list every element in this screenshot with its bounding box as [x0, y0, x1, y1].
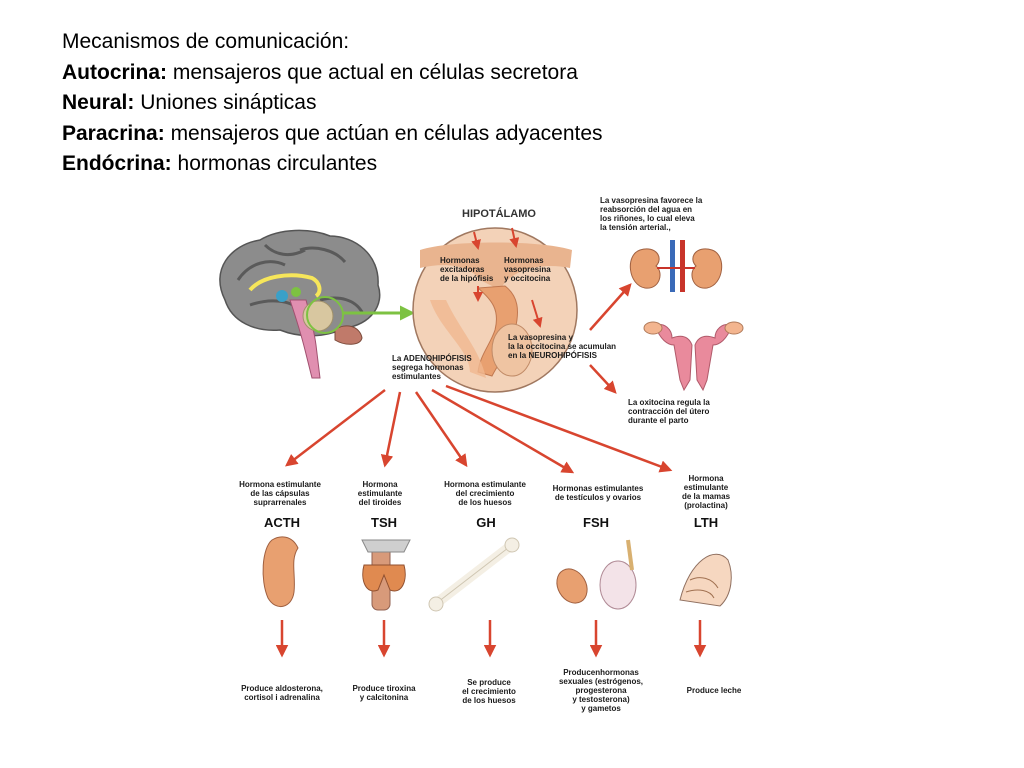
breast-illustration [679, 553, 732, 607]
acth-effect: Produce aldosterona, cortisol i adrenali… [241, 684, 323, 702]
kidneys-illustration [630, 240, 722, 292]
tsh-effect: Produce tiroxina y calcitonina [352, 684, 416, 702]
paracrina-term: Paracrina: [62, 121, 165, 145]
adrenal-illustration [262, 536, 299, 607]
effect-arrows [275, 620, 707, 658]
fan-arrows [285, 384, 673, 474]
autocrina-desc: mensajeros que actual en células secreto… [167, 60, 578, 84]
paracrina-desc: mensajeros que actúan en células adyacen… [164, 121, 603, 145]
neural-desc: Uniones sinápticas [134, 91, 317, 114]
neural-term: Neural: [62, 91, 135, 114]
acumulan-label: La vasopresina y la la occitocina se acu… [508, 333, 617, 360]
gh-code: GH [476, 515, 496, 530]
fsh-code: FSH [583, 515, 609, 530]
autocrina-line: Autocrina: mensajeros que actual en célu… [62, 58, 603, 89]
bone-illustration [428, 537, 520, 612]
gonads-illustration [556, 539, 637, 610]
slide-text: Mecanismos de comunicación: Autocrina: m… [62, 27, 603, 180]
brain-illustration [219, 229, 381, 379]
autocrina-term: Autocrina: [62, 60, 167, 84]
fsh-desc: Hormonas estimulantes de testículos y ov… [552, 484, 644, 502]
neural-line: Neural: Uniones sinápticas [62, 88, 603, 119]
endocrina-line: Endócrina: hormonas circulantes [62, 149, 603, 180]
lth-effect: Produce leche [686, 686, 742, 695]
tsh-code: TSH [371, 515, 397, 530]
vasopresina-note: La vasopresina favorece la reabsorción d… [600, 196, 703, 232]
gh-desc: Hormona estimulante del crecimiento de l… [444, 480, 526, 507]
adenohipofisis-label: La ADENOHIPÓFISIS segrega hormonas estim… [392, 354, 472, 381]
heading-line-1: Mecanismos de comunicación: [62, 27, 603, 58]
vasopresina-label: Hormonas vasopresina y occitocina [504, 256, 551, 283]
hipotalamo-label: HIPOTÁLAMO [462, 208, 536, 220]
excitadoras-label: Hormonas excitadoras de la hipófisis [440, 256, 494, 283]
oxitocina-note: La oxitocina regula la contracción del ú… [628, 398, 710, 425]
pituitary-circle [412, 227, 578, 393]
lth-code: LTH [693, 515, 719, 530]
uterus-illustration [643, 321, 744, 392]
fsh-effect: Producenhormonas sexuales (estrógenos, p… [558, 668, 644, 713]
heading-text: Mecanismos de comunicación: [62, 30, 350, 53]
endocrina-desc: hormonas circulantes [171, 152, 378, 175]
gh-effect: Se produce el crecimiento de los huesos [462, 678, 516, 705]
endocrina-term: Endócrina: [62, 152, 172, 175]
tsh-desc: Hormona estimulante del tiroides [357, 480, 403, 507]
thyroid-illustration [361, 539, 411, 611]
acth-code: ACTH [263, 515, 301, 530]
paracrina-line: Paracrina: mensajeros que actúan en célu… [62, 119, 603, 150]
acth-desc: Hormona estimulante de las cápsulas supr… [239, 480, 321, 507]
lth-desc: Hormona estimulante de la mamas (prolact… [681, 474, 731, 510]
